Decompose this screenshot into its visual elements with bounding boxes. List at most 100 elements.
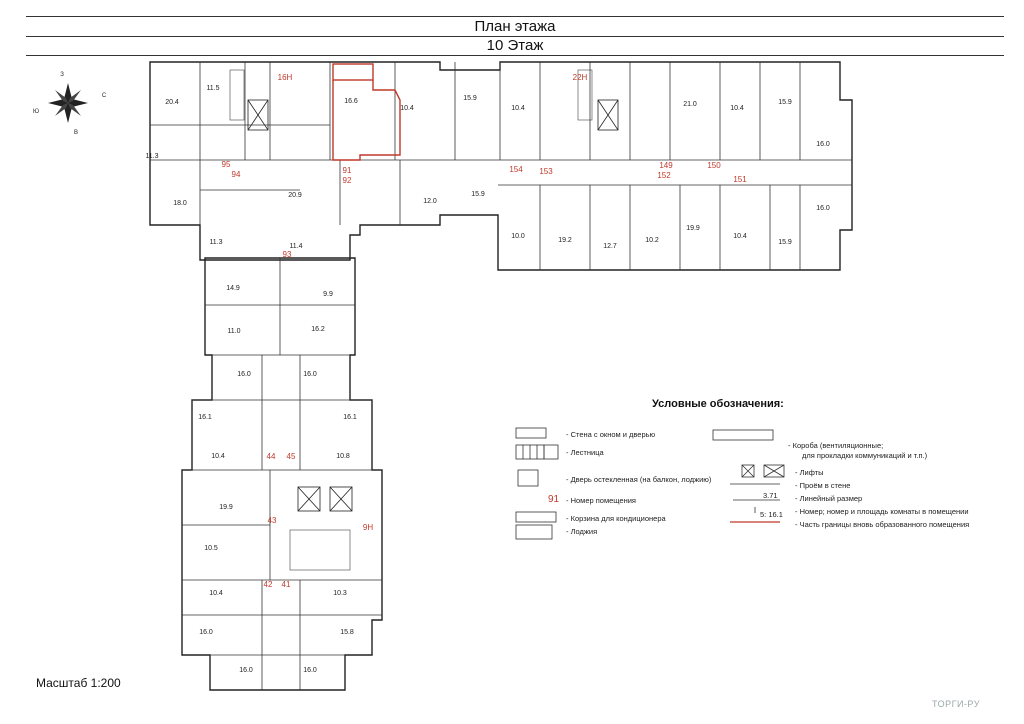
room-area-label: 15.9 [471, 191, 485, 198]
compass-east: В [74, 130, 78, 136]
room-area-label: 15.9 [463, 95, 477, 102]
room-area-label: 16.0 [237, 371, 251, 378]
compass-south: Ю [33, 109, 39, 115]
lift-cross [329, 486, 353, 512]
legend-item-room-number: - Номер помещения [566, 496, 636, 505]
legend-loggia-symbol [515, 524, 553, 540]
legend-lift-cross [741, 464, 755, 478]
stairwell [289, 529, 351, 571]
page-title: План этажа [474, 18, 556, 35]
room-area-label: 16.0 [239, 667, 253, 674]
room-area-label: 10.4 [511, 105, 525, 112]
room-area-label: 16.1 [343, 414, 357, 421]
room-area-label: 10.5 [204, 545, 218, 552]
legend-ac-basket-symbol [515, 511, 557, 523]
apartment-number-label: 42 [264, 580, 273, 589]
room-area-label: 10.2 [645, 237, 659, 244]
room-area-label: 10.8 [336, 453, 350, 460]
lift-cross [247, 99, 269, 131]
apartment-number-label: 9Н [363, 523, 373, 532]
lift-cross [297, 486, 321, 512]
compass-arrow [55, 90, 68, 103]
compass-arrow [68, 103, 81, 116]
apartment-number-label: 44 [267, 452, 276, 461]
apartment-number-label: 43 [268, 516, 277, 525]
title-divider [26, 36, 1004, 37]
lift-shaft [297, 486, 321, 512]
lift-cross [597, 99, 619, 131]
legend-item-boundary: - Часть границы вновь образованного поме… [795, 520, 970, 529]
room-area-label: 16.6 [344, 98, 358, 105]
legend-lift-symbol [741, 464, 755, 478]
room-area-label: 16.0 [816, 141, 830, 148]
stairwell [577, 69, 593, 121]
room-area-labels: 20.4 11.5 11.3 18.0 16.6 10.4 15.9 10.4 21.0 10.4… [145, 85, 829, 674]
scale-label: Масштаб 1:200 [36, 676, 121, 690]
new-premise-boundary [332, 80, 401, 161]
apartment-number-label: 93 [283, 250, 292, 259]
lift-shaft [329, 486, 353, 512]
apartment-number-label: 92 [343, 176, 352, 185]
legend-item-stairs: - Лестница [566, 448, 604, 457]
room-area-label: 16.0 [816, 205, 830, 212]
legend-title: Условные обозначения: [652, 398, 784, 410]
room-area-label: 11.4 [289, 243, 302, 250]
room-area-label: 20.9 [288, 192, 302, 199]
new-premise-boundary [332, 63, 374, 81]
room-area-label: 11.3 [209, 239, 222, 246]
legend-lift-cross [763, 464, 785, 478]
stairwell [229, 69, 245, 121]
apartment-number-label: 41 [282, 580, 291, 589]
legend-item-ac-basket: - Корзина для кондиционера [566, 514, 666, 523]
room-area-label: 15.9 [778, 239, 792, 246]
apartment-number-label: 152 [657, 171, 671, 180]
compass-north: С [102, 93, 107, 99]
room-area-label: 21.0 [683, 101, 697, 108]
apartment-number-label: 95 [222, 160, 231, 169]
room-area-label: 19.2 [558, 237, 572, 244]
legend-item-room-label: - Номер; номер и площадь комнаты в помещ… [795, 507, 969, 516]
room-area-label: 10.4 [730, 105, 744, 112]
room-area-label: 18.0 [173, 200, 187, 207]
room-area-label: 15.8 [340, 629, 354, 636]
legend-item-dimension: - Линейный размер [795, 494, 863, 503]
apartment-number-label: 45 [287, 452, 296, 461]
room-area-label: 10.4 [733, 233, 747, 240]
room-area-label: 10.4 [211, 453, 225, 460]
room-area-label: 16.0 [199, 629, 213, 636]
room-area-label: 19.9 [686, 225, 700, 232]
legend-wall-symbol [515, 427, 547, 439]
room-area-label: 16.1 [198, 414, 212, 421]
lift-shaft [247, 99, 269, 131]
room-area-label: 11.5 [206, 85, 219, 92]
floor-label: 10 Этаж [486, 37, 544, 54]
lift-shaft [597, 99, 619, 131]
legend-item-ducts-cont: для прокладки коммуникаций и т.п.) [802, 451, 928, 460]
compass-west: З [60, 72, 64, 78]
apartment-number-label: 149 [659, 161, 673, 170]
room-area-label: 15.9 [778, 99, 792, 106]
legend-item-opening: - Проём в стене [795, 481, 851, 490]
apartment-number-label: 94 [232, 170, 241, 179]
room-area-label: 9.9 [323, 291, 333, 298]
compass-rose [48, 83, 88, 123]
legend-item-ducts: - Короба (вентиляционные; [788, 441, 884, 450]
apartment-number-label: 91 [343, 166, 352, 175]
room-area-label: 19.9 [219, 504, 233, 511]
room-area-label: 10.3 [333, 590, 347, 597]
apartment-number-label: 22Н [573, 73, 588, 82]
room-area-label: 20.4 [165, 99, 179, 106]
legend-item-wall: - Стена с окном и дверью [566, 430, 656, 439]
legend-ducts-symbol [712, 429, 774, 441]
room-area-label: 16.0 [303, 371, 317, 378]
room-area-label: 11.0 [227, 328, 240, 335]
room-area-label: 12.0 [423, 198, 437, 205]
room-area-label: 10.0 [511, 233, 525, 240]
legend-stairs-symbol [543, 444, 559, 460]
apartment-number-label: 153 [539, 167, 553, 176]
apartment-number-label: 151 [733, 175, 747, 184]
